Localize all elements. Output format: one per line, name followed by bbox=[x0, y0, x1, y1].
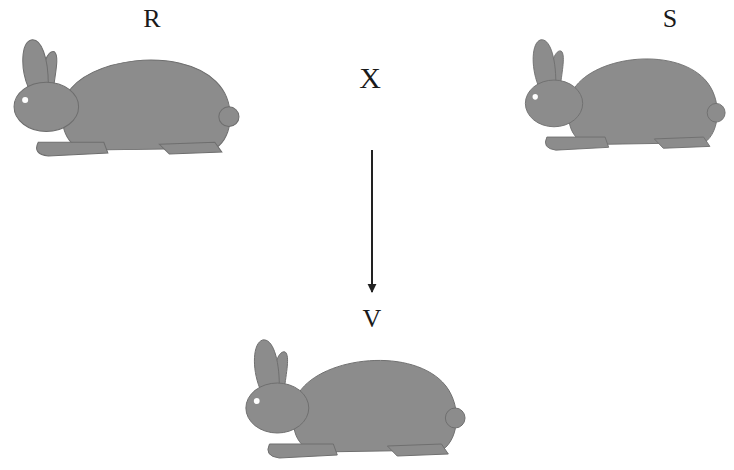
rabbit-figure: V bbox=[240, 338, 466, 460]
figure-letter: R bbox=[132, 4, 172, 34]
rabbit-silhouette bbox=[240, 338, 466, 460]
rabbit-shape bbox=[525, 40, 725, 150]
rabbit-shape bbox=[246, 340, 465, 458]
rabbit-figure: R bbox=[8, 38, 240, 158]
cross-arrow bbox=[371, 150, 373, 292]
cross-symbol: X bbox=[359, 61, 381, 95]
rabbit-silhouette bbox=[520, 38, 726, 152]
rabbit-silhouette bbox=[8, 38, 240, 158]
figure-letter: V bbox=[352, 304, 392, 334]
rabbit-figure: S bbox=[520, 38, 726, 152]
figure-letter: S bbox=[650, 4, 690, 34]
rabbit-shape bbox=[14, 40, 239, 156]
